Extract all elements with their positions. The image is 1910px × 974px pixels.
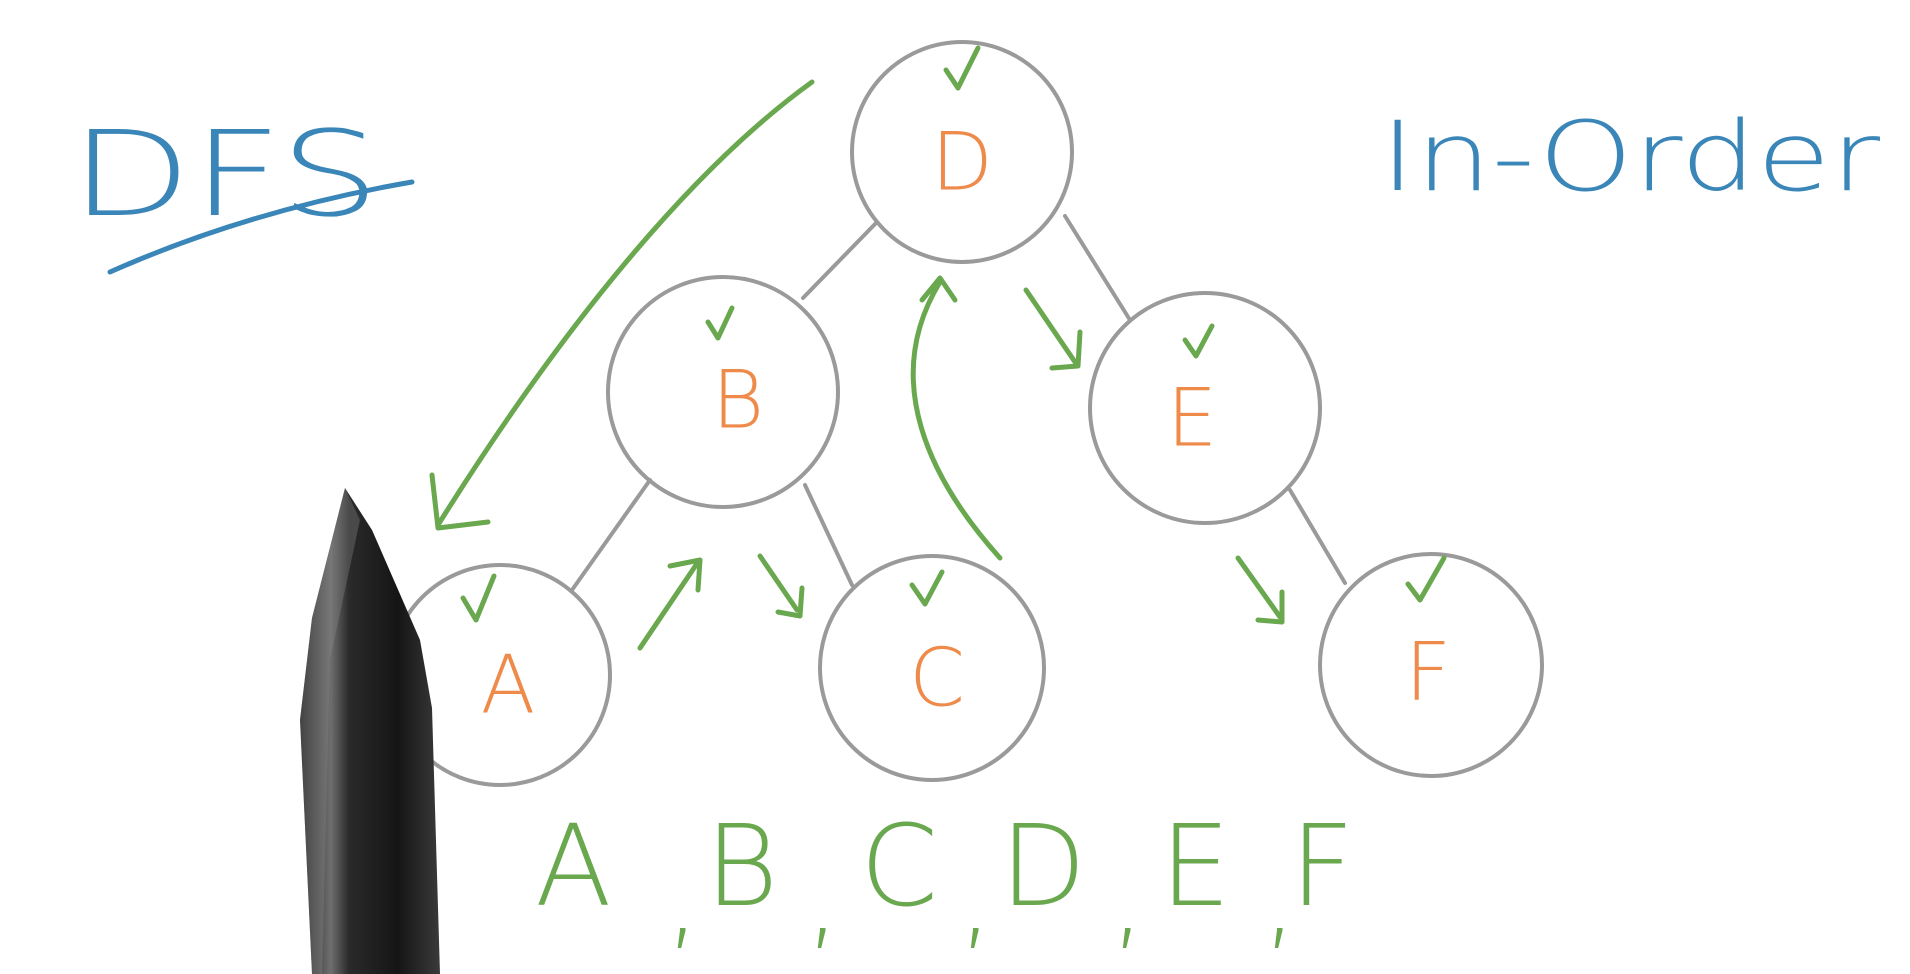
arrow-E-to-F xyxy=(1235,555,1283,620)
arrow-D-to-A xyxy=(435,79,815,528)
arrow-A-to-B xyxy=(637,562,699,651)
order-item-B: B xyxy=(705,802,778,932)
check-icon xyxy=(1182,323,1215,359)
node-circle xyxy=(850,40,1074,264)
node-E: E xyxy=(1088,291,1322,525)
order-separator: , xyxy=(1262,832,1298,962)
arrowhead-icon xyxy=(1049,329,1083,371)
arrowhead-icon xyxy=(919,275,958,303)
title-underline xyxy=(107,179,415,275)
node-label: A xyxy=(481,639,536,732)
subtitle: In-Order xyxy=(1380,101,1881,213)
order-separator: , xyxy=(665,832,701,962)
check-icon xyxy=(460,573,497,623)
node-label: D xyxy=(931,116,993,209)
title: DFS xyxy=(70,105,380,243)
order-item-F: F xyxy=(1290,802,1354,932)
edge-E-F xyxy=(1288,488,1347,585)
node-circle xyxy=(1088,291,1322,525)
arrow-D-to-E xyxy=(1023,287,1078,365)
arrowhead-icon xyxy=(775,585,805,619)
pen-tip-icon xyxy=(300,488,440,974)
edge-D-B xyxy=(801,220,879,300)
check-icon xyxy=(943,45,981,91)
arrowhead-icon xyxy=(667,557,703,593)
node-C: C xyxy=(818,554,1046,782)
arrow-C-to-D xyxy=(910,279,1003,561)
traversal-order: A , B , C , D , E , F xyxy=(535,802,1354,962)
node-label: B xyxy=(712,354,764,447)
node-B: B xyxy=(606,275,840,509)
node-label: E xyxy=(1167,372,1218,465)
arrowhead-icon xyxy=(429,472,491,531)
order-separator: , xyxy=(1110,832,1146,962)
order-item-E: E xyxy=(1160,802,1231,932)
order-separator: , xyxy=(958,832,994,962)
arrowhead-icon xyxy=(1255,589,1285,625)
node-F: F xyxy=(1318,552,1544,778)
order-item-C: C xyxy=(860,802,938,932)
order-item-D: D xyxy=(1000,802,1086,932)
check-icon xyxy=(705,305,735,341)
traversal-arrows xyxy=(429,79,1285,651)
node-circle xyxy=(818,554,1046,782)
edge-D-E xyxy=(1063,214,1132,322)
node-circle xyxy=(606,275,840,509)
check-icon xyxy=(909,569,945,607)
edge-B-C xyxy=(803,483,854,587)
tree-edges xyxy=(570,214,1347,592)
node-label: C xyxy=(909,632,965,725)
node-D: D xyxy=(850,40,1074,264)
node-circle xyxy=(1318,552,1544,778)
order-separator: , xyxy=(805,832,841,962)
arrow-B-to-C xyxy=(757,553,800,613)
order-item-A: A xyxy=(535,802,612,932)
edge-B-A xyxy=(570,478,652,592)
check-icon xyxy=(1405,555,1447,603)
node-label: F xyxy=(1405,626,1451,719)
